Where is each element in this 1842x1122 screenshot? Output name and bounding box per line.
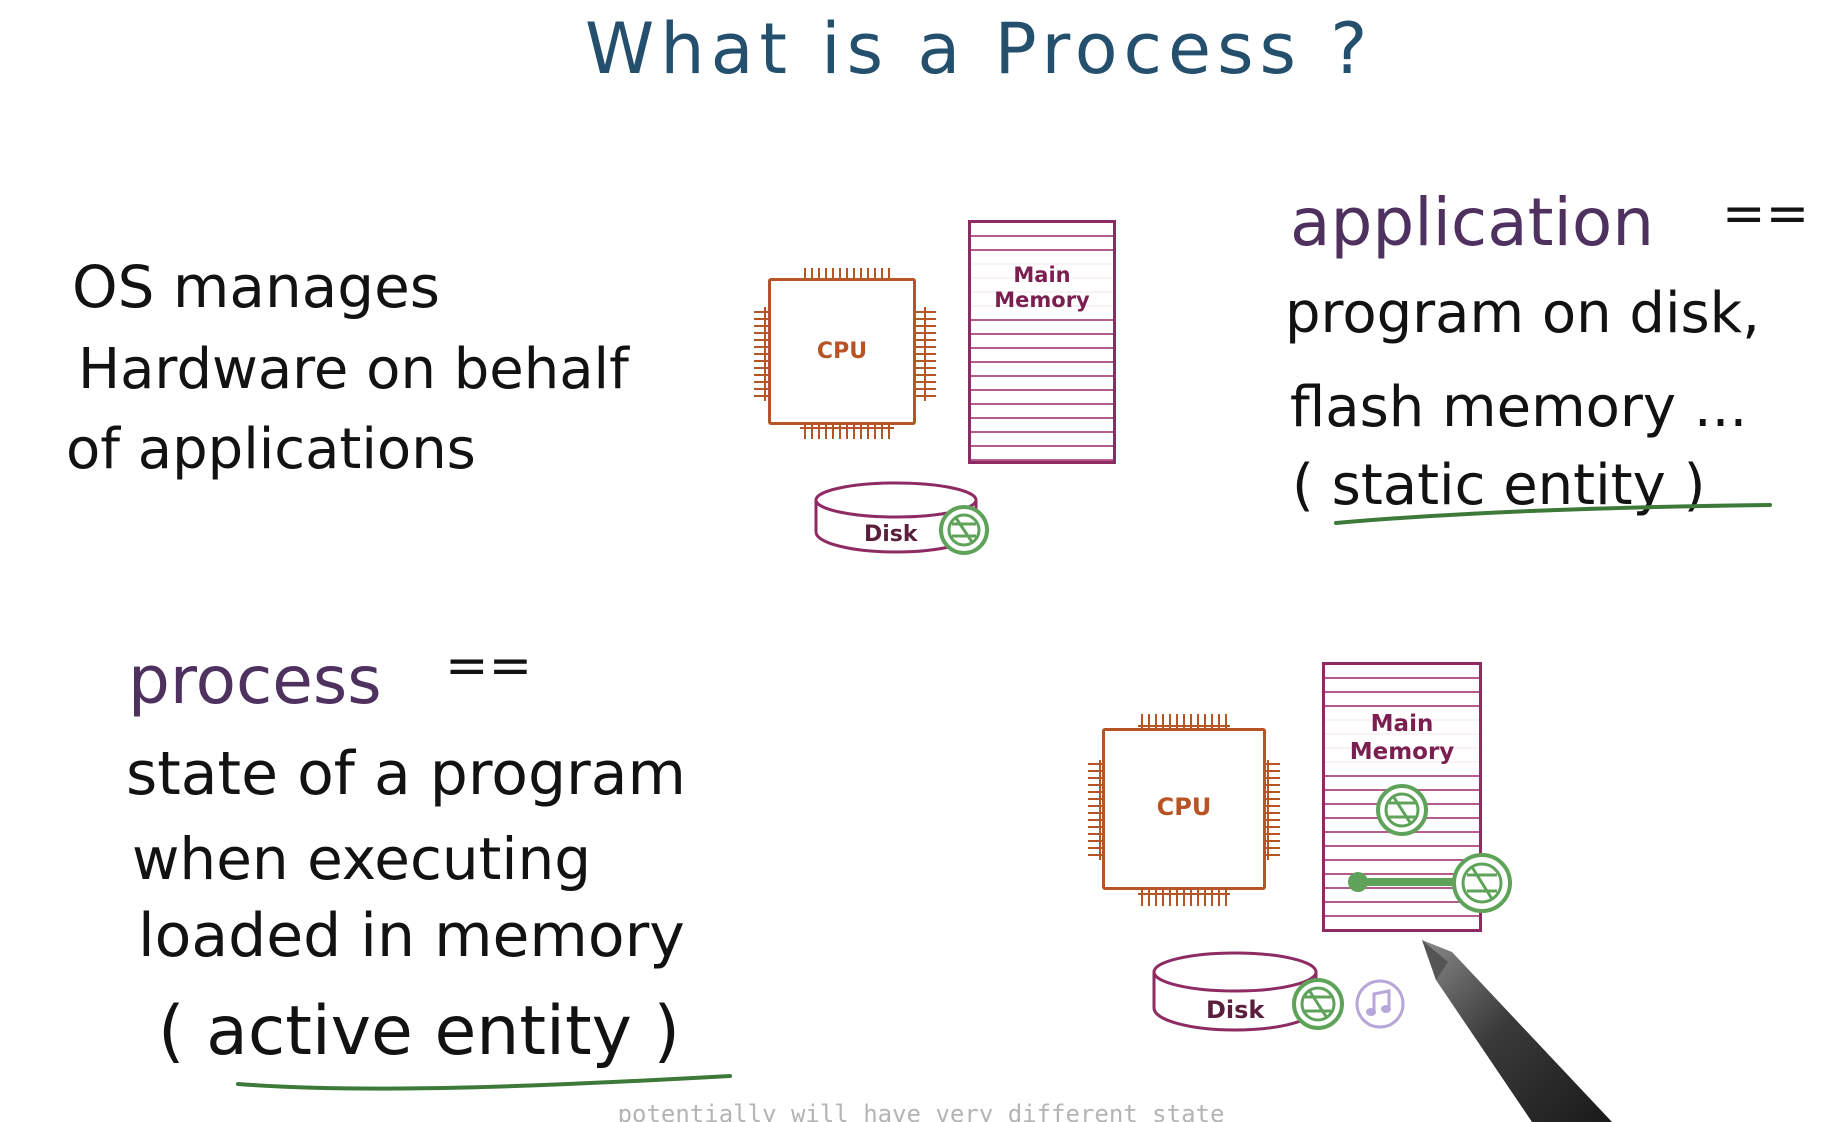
memory-label-top-line1: Main [1013,263,1071,287]
active-entity-underline [236,1074,732,1091]
disk-label-bottom: Disk [1206,996,1265,1024]
pen-icon [1422,940,1612,1122]
static-entity-underline [1334,503,1772,525]
os-text-line-2: Hardware on behalf [78,337,629,402]
process-line-2: when executing [132,825,592,893]
cpu-label-top: CPU [816,339,868,364]
disk-bottom [1152,951,1318,1032]
os-text-line-1: OS manages [72,253,440,321]
cpu-label-bottom: CPU [1156,793,1212,821]
execution-state-line [1348,872,1464,892]
loaded-application-icon [1376,784,1428,836]
process-equals: == [445,636,533,696]
video-subtitle: potentially will have very different sta… [617,1100,1225,1122]
memory-label-bottom-line1: Main [1370,711,1434,737]
disk-label-top: Disk [864,522,918,547]
disk-application-icon [1292,978,1344,1030]
application-icon [939,505,989,555]
process-term: process [128,642,382,719]
process-line-4: ( active entity ) [158,992,680,1071]
process-line-3: loaded in memory [138,901,685,971]
application-line-3: ( static entity ) [1292,453,1706,518]
memory-label-top: Main Memory [971,263,1113,314]
process-line-1: state of a program [126,739,686,809]
running-process-icon [1452,853,1512,913]
cpu-chip-top: CPU [768,278,916,425]
application-term: application [1290,184,1655,261]
cpu-chip-bottom: CPU [1102,728,1266,890]
application-equals: == [1722,184,1810,244]
application-line-2: flash memory ... [1290,375,1748,440]
page-title: What is a Process ? [585,8,1374,90]
memory-label-bottom-line2: Memory [1349,738,1455,765]
application-line-1: program on disk, [1285,281,1760,346]
main-memory-top: Main Memory [968,220,1116,464]
disk-top [814,481,978,554]
memory-label-bottom: Main Memory [1325,711,1479,767]
music-note-icon [1355,979,1405,1029]
memory-label-top-line2: Memory [994,288,1090,313]
os-text-line-3: of applications [66,417,476,482]
